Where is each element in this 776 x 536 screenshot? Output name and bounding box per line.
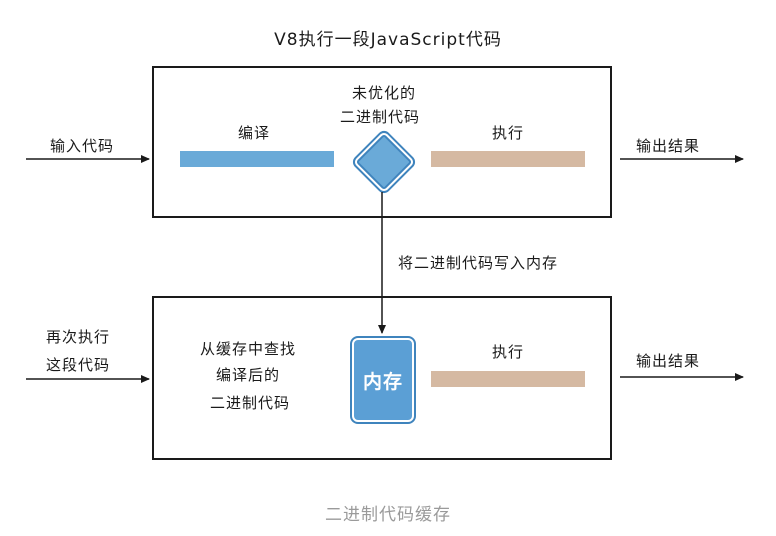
execute-label-top: 执行 [492, 124, 525, 142]
compile-label: 编译 [238, 124, 271, 142]
execute-bar-bottom [431, 371, 585, 387]
output-result-label-top: 输出结果 [636, 137, 701, 155]
rerun-label-line1: 再次执行 [46, 328, 111, 346]
unoptimized-label-line1: 未优化的 [352, 84, 417, 102]
memory-block: 内存 [352, 338, 414, 422]
figure-caption: 二进制代码缓存 [325, 505, 451, 525]
lookup-label-line1: 从缓存中查找 [200, 340, 297, 358]
write-to-memory-label: 将二进制代码写入内存 [398, 254, 559, 272]
rerun-label-line2: 这段代码 [46, 356, 111, 374]
execute-bar-top [431, 151, 585, 167]
output-result-label-bottom: 输出结果 [636, 352, 701, 370]
diagram-title: V8执行一段JavaScript代码 [274, 30, 502, 50]
execute-label-bottom: 执行 [492, 343, 525, 361]
unoptimized-label-line2: 二进制代码 [340, 108, 421, 126]
lookup-label-line3: 二进制代码 [210, 394, 291, 412]
lookup-label-line2: 编译后的 [216, 366, 281, 384]
input-code-label: 输入代码 [50, 137, 115, 155]
compile-bar [180, 151, 334, 167]
